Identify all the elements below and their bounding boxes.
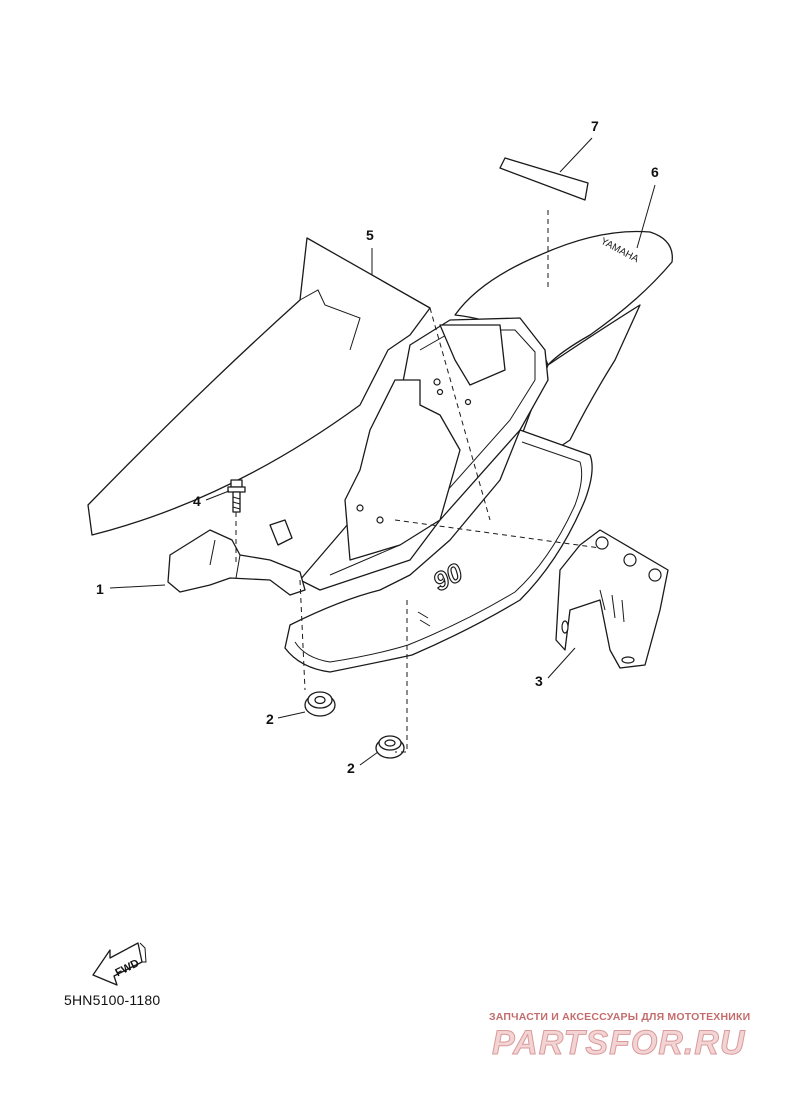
callout-5: 5	[366, 227, 374, 243]
bolt	[227, 479, 246, 513]
callout-2b: 2	[347, 760, 355, 776]
callout-7: 7	[591, 118, 599, 134]
emblem-sticker	[499, 157, 589, 201]
callout-3: 3	[535, 673, 543, 689]
main-fender	[167, 317, 593, 673]
callout-6: 6	[651, 164, 659, 180]
grommet-1	[304, 691, 336, 717]
callout-2a: 2	[266, 711, 274, 727]
drawing-code: 5HN5100-1180	[64, 992, 161, 1008]
watermark-tagline: ЗАПЧАСТИ И АКСЕССУАРЫ ДЛЯ МОТОТЕХНИКИ	[489, 1011, 751, 1023]
side-cover	[87, 237, 431, 536]
callout-4: 4	[193, 493, 201, 509]
callout-1: 1	[96, 581, 104, 597]
watermark-brand: PARTSFOR.RU	[491, 1024, 746, 1063]
grommet-2	[375, 735, 405, 759]
bracket	[555, 529, 669, 669]
fwd-arrow-icon: FWD	[92, 942, 147, 986]
